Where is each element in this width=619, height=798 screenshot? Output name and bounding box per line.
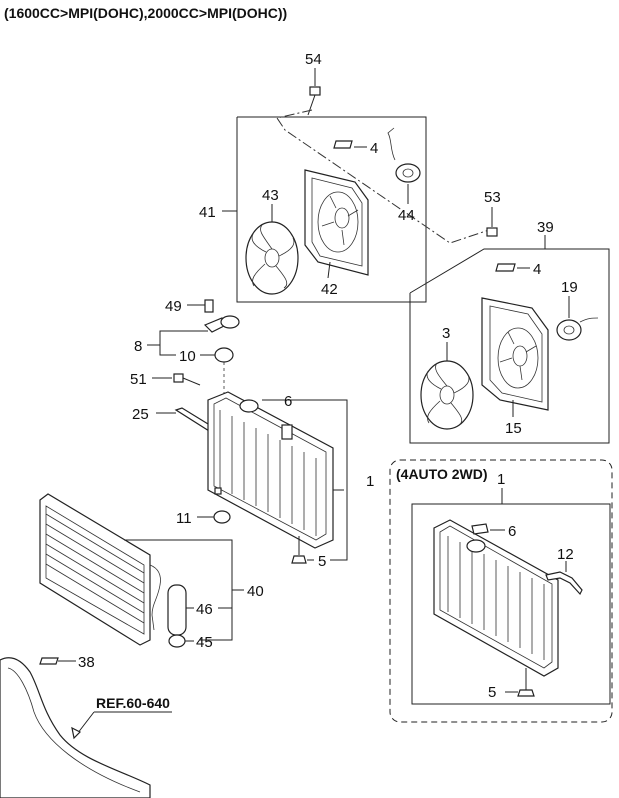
fan-motor-44 [387, 127, 421, 204]
fan-shroud-assembly-39 [409, 207, 610, 444]
fan-shroud-42 [304, 169, 369, 279]
callout-6-inset: 6 [508, 523, 516, 540]
callout-51: 51 [130, 371, 147, 388]
ref-label: REF.60-640 [96, 695, 170, 711]
callout-44: 44 [398, 207, 415, 224]
drain-plug-11 [197, 510, 231, 524]
bolt-53 [486, 207, 498, 237]
callout-1-main: 1 [366, 473, 374, 490]
fan-blade-3 [420, 342, 474, 430]
callout-46: 46 [196, 601, 213, 618]
label-tag-4-lower [495, 263, 530, 272]
fan-blade-43 [245, 204, 299, 295]
callout-10: 10 [179, 348, 196, 365]
callout-15: 15 [505, 420, 522, 437]
callout-53: 53 [484, 189, 501, 206]
callout-11: 11 [176, 510, 192, 527]
cap-45 [168, 634, 194, 648]
bumper-ref-part [0, 657, 172, 798]
callout-25: 25 [132, 406, 149, 423]
callout-39: 39 [537, 219, 554, 236]
callout-6-main: 6 [284, 393, 292, 410]
callout-12: 12 [557, 546, 574, 563]
callout-49: 49 [165, 298, 182, 315]
callout-42: 42 [321, 281, 338, 298]
callout-5-inset: 5 [488, 684, 496, 701]
callout-1-inset: 1 [497, 471, 505, 488]
radiator-1 [207, 391, 348, 561]
bolt-51 [152, 373, 201, 386]
callout-38: 38 [78, 654, 95, 671]
callout-4-upper: 4 [370, 140, 378, 157]
inset-4auto-2wd [389, 459, 613, 723]
callout-45: 45 [196, 634, 213, 651]
callout-54: 54 [305, 51, 322, 68]
callout-19: 19 [561, 279, 578, 296]
fan-motor-19 [556, 296, 599, 341]
label-tag-4-upper [333, 140, 367, 149]
fan-shroud-15 [481, 297, 549, 417]
callout-8: 8 [134, 338, 142, 355]
receiver-dryer-46 [167, 584, 232, 636]
condenser-40 [39, 493, 244, 646]
callout-43: 43 [262, 187, 279, 204]
fan-shroud-assembly-41 [222, 68, 496, 303]
bolt-54 [307, 68, 321, 116]
callout-4-lower: 4 [533, 261, 541, 278]
callout-41: 41 [199, 204, 216, 221]
inset-title: (4AUTO 2WD) [396, 466, 488, 482]
callout-40: 40 [247, 583, 264, 600]
callout-3: 3 [442, 325, 450, 342]
diagram-header: (1600CC>MPI(DOHC),2000CC>MPI(DOHC)) [4, 5, 287, 21]
bracket-group-8 [147, 299, 240, 395]
callout-5-main: 5 [318, 553, 326, 570]
mount-cap-5 [291, 536, 314, 564]
